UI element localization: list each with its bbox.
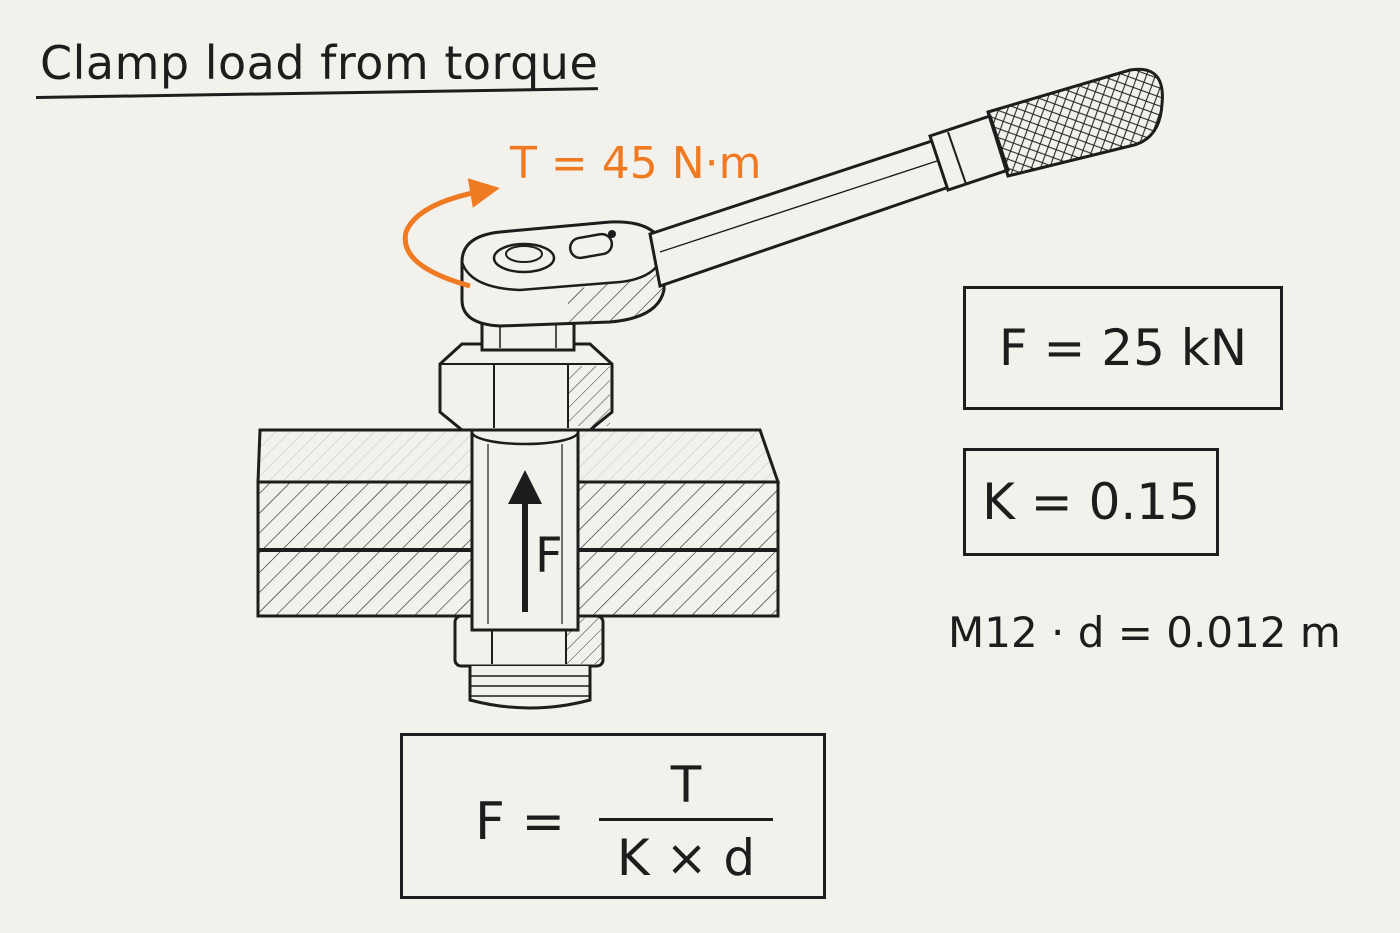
friction-coefficient-text: K = 0.15 xyxy=(982,473,1200,531)
torque-label: T = 45 N·m xyxy=(510,138,762,189)
force-result-text: F = 25 kN xyxy=(998,319,1248,377)
fraction-bar xyxy=(599,818,773,821)
torque-rotation-arrow xyxy=(402,178,500,289)
friction-coefficient-box: K = 0.15 xyxy=(963,448,1219,556)
diagram-title: Clamp load from torque xyxy=(40,36,599,90)
force-arrow xyxy=(508,470,542,612)
formula-numerator: T xyxy=(670,756,702,814)
bolt-spec-text: M12 · d = 0.012 m xyxy=(948,608,1341,657)
formula-box: F = T K × d xyxy=(400,733,826,899)
formula-denominator: K × d xyxy=(616,829,756,887)
formula-lhs: F = xyxy=(475,792,566,852)
formula-fraction: T K × d xyxy=(599,756,773,887)
force-result-box: F = 25 kN xyxy=(963,286,1283,410)
wrench-handle xyxy=(648,67,1164,288)
upper-hex-nut xyxy=(438,342,614,432)
force-arrow-label: F xyxy=(535,528,563,584)
ratchet-head xyxy=(460,220,666,328)
